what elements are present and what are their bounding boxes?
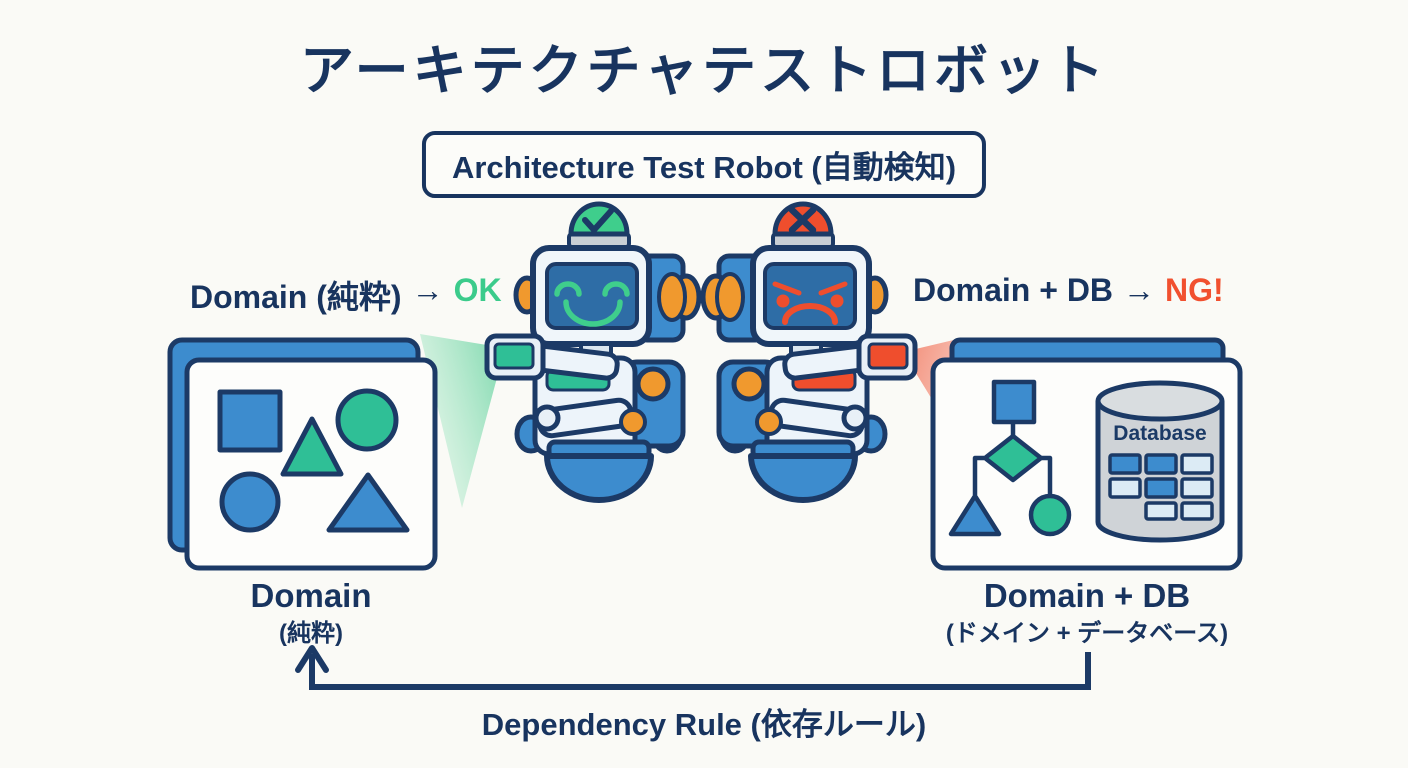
- square-shape-icon: [217, 389, 283, 453]
- scan-beam-ok: [420, 334, 505, 508]
- arrow-right-icon: →: [1123, 272, 1156, 308]
- domain-card-title: Domain: [250, 577, 372, 614]
- triangle-shape-icon: [326, 472, 410, 533]
- status-line-ok: Domain (純粋) → OK: [190, 272, 502, 318]
- status-line-ng: Domain + DB → NG!: [913, 272, 1224, 309]
- happy-face-icon: [554, 281, 630, 327]
- database-label: Database: [1113, 422, 1207, 445]
- triangle-shape-icon: [280, 416, 344, 477]
- domain-card-subtitle: (純粋): [279, 620, 343, 647]
- check-icon: [582, 208, 614, 233]
- domain-db-card: [930, 337, 1243, 571]
- domain-db-card-title: Domain + DB: [983, 577, 1191, 614]
- dependency-arrow: [295, 645, 1091, 690]
- status-result-ok: OK: [453, 272, 502, 308]
- cross-icon: [788, 206, 817, 234]
- status-result-ng: NG!: [1165, 272, 1224, 308]
- arrow-right-icon: →: [411, 272, 444, 308]
- subtitle-text: Architecture Test Robot (自動検知): [451, 150, 957, 185]
- angry-face-icon: [772, 281, 848, 325]
- subtitle-badge: Architecture Test Robot (自動検知): [421, 131, 987, 198]
- robot-ok: [487, 204, 699, 500]
- dependency-rule-label: Dependency Rule (依存ルール): [481, 707, 927, 742]
- circle-shape-icon: [335, 388, 399, 452]
- database-cylinder-icon: [1095, 380, 1225, 543]
- robot-ng: [703, 204, 915, 500]
- domain-db-card-subtitle: (ドメイン + データベース): [945, 620, 1229, 647]
- flowchart-icon: [948, 379, 1072, 537]
- page-title: アーキテクチャテストロボット: [299, 41, 1109, 101]
- status-label: Domain (純粋): [190, 279, 402, 315]
- status-label: Domain + DB: [913, 272, 1114, 308]
- circle-shape-icon: [219, 471, 281, 533]
- domain-card: [167, 337, 438, 571]
